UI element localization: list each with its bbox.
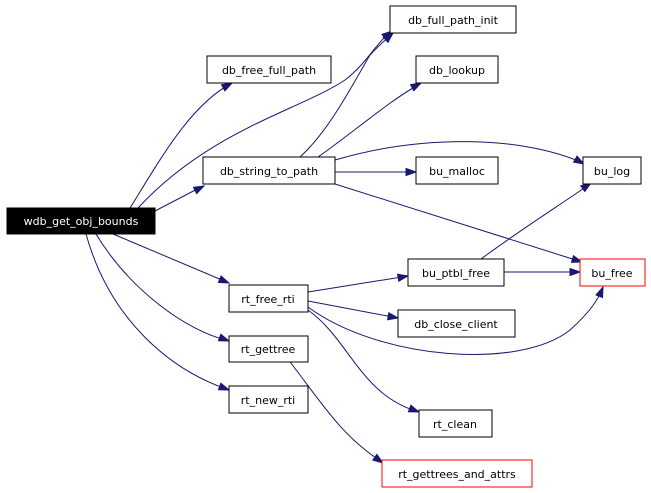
node-bu-free[interactable]: bu_free: [579, 258, 646, 287]
edge-rt-free-rti-to-rt-clean: [307, 309, 421, 413]
node-label: rt_new_rti: [241, 394, 295, 407]
edge-arrowhead: [396, 273, 410, 282]
edge-rt-free-rti-to-db-close-client: [307, 300, 400, 321]
nodes-layer: wdb_get_obj_bounds db_free_full_path db_…: [6, 5, 646, 488]
edge-line: [307, 275, 409, 293]
edge-line: [289, 361, 383, 463]
node-bu-log[interactable]: bu_log: [582, 156, 642, 185]
edge-wdb-get-obj-bounds-to-rt-free-rti: [112, 233, 231, 284]
edge-arrowhead: [407, 404, 421, 413]
edges-layer: [85, 30, 604, 464]
edge-wdb-get-obj-bounds-to-rt-new-rti: [85, 233, 231, 391]
edge-arrowhead: [572, 155, 586, 165]
edge-line: [334, 183, 583, 263]
node-wdb-get-obj-bounds[interactable]: wdb_get_obj_bounds: [6, 207, 156, 235]
node-label: bu_malloc: [429, 165, 485, 178]
edge-arrowhead: [217, 275, 231, 284]
node-label: db_close_client: [414, 318, 498, 331]
edge-arrowhead: [569, 267, 582, 277]
edge-arrowhead: [570, 254, 584, 263]
edge-arrowhead: [405, 167, 418, 177]
edge-wdb-get-obj-bounds-to-rt-gettree: [95, 233, 231, 342]
edge-rt-free-rti-to-bu-ptbl-free: [307, 273, 410, 293]
node-label: bu_log: [594, 165, 630, 178]
node-db-lookup[interactable]: db_lookup: [415, 55, 499, 84]
edge-line: [334, 141, 584, 164]
edge-db-string-to-path-to-bu-log: [334, 141, 586, 165]
edge-db-string-to-path-to-db-lookup: [317, 82, 423, 158]
edge-rt-free-rti-to-bu-free: [307, 285, 604, 355]
node-label: bu_free: [591, 267, 632, 280]
edge-line: [480, 183, 591, 260]
edge-line: [129, 82, 233, 209]
edge-arrowhead: [372, 453, 385, 464]
node-db-full-path-init[interactable]: db_full_path_init: [389, 5, 517, 34]
edge-line: [307, 309, 420, 413]
edge-rt-gettree-to-rt-gettrees-and-attrs: [289, 361, 385, 464]
edge-arrowhead: [386, 312, 400, 321]
edge-arrowhead: [217, 382, 231, 391]
edge-line: [112, 233, 230, 284]
edge-line: [137, 31, 391, 209]
node-rt-gettree[interactable]: rt_gettree: [228, 335, 309, 363]
edge-line: [307, 300, 399, 319]
edge-arrowhead: [409, 82, 423, 92]
node-label: db_string_to_path: [220, 165, 318, 178]
edge-line: [317, 83, 421, 158]
node-bu-malloc[interactable]: bu_malloc: [415, 156, 499, 185]
edge-wdb-get-obj-bounds-to-db-free-full-path: [129, 82, 234, 209]
node-label: wdb_get_obj_bounds: [24, 215, 139, 228]
edge-arrowhead: [382, 31, 395, 44]
node-label: db_full_path_init: [408, 14, 499, 27]
node-bu-ptbl-free[interactable]: bu_ptbl_free: [407, 258, 505, 287]
edge-line: [299, 33, 393, 158]
edge-db-string-to-path-to-bu-free: [334, 183, 584, 263]
edge-arrowhead: [595, 285, 604, 299]
node-label: rt_clean: [433, 418, 477, 431]
edge-arrowhead: [192, 185, 206, 195]
edge-bu-ptbl-free-to-bu-free: [504, 267, 582, 277]
node-label: db_lookup: [429, 64, 485, 77]
node-rt-new-rti[interactable]: rt_new_rti: [228, 385, 309, 414]
node-label: rt_gettrees_and_attrs: [398, 468, 516, 481]
edge-wdb-get-obj-bounds-to-db-string-to-path: [154, 185, 206, 212]
edge-db-string-to-path-to-db-full-path-init: [299, 31, 395, 158]
edge-line: [95, 233, 230, 342]
node-label: bu_ptbl_free: [422, 267, 490, 280]
node-label: db_free_full_path: [222, 64, 316, 77]
edge-line: [85, 233, 230, 391]
edge-db-string-to-path-to-bu-malloc: [335, 167, 418, 177]
node-db-free-full-path[interactable]: db_free_full_path: [206, 55, 332, 84]
edge-line: [307, 286, 604, 355]
node-label: rt_free_rti: [241, 293, 294, 306]
node-db-close-client[interactable]: db_close_client: [397, 309, 516, 338]
node-label: rt_gettree: [241, 343, 296, 356]
edge-arrowhead: [220, 82, 234, 92]
node-db-string-to-path[interactable]: db_string_to_path: [202, 156, 336, 185]
node-rt-clean[interactable]: rt_clean: [418, 409, 493, 438]
node-rt-gettrees-and-attrs[interactable]: rt_gettrees_and_attrs: [381, 459, 533, 488]
edge-arrowhead: [217, 333, 231, 342]
node-rt-free-rti[interactable]: rt_free_rti: [228, 284, 309, 313]
